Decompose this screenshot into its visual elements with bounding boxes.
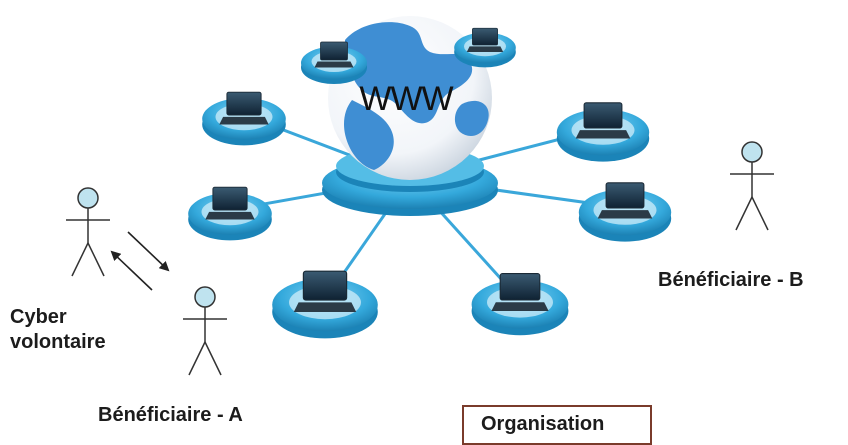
organisation-label: Organisation <box>481 413 605 435</box>
beneficiaire-b-label: Bénéficiaire - B <box>658 269 804 291</box>
laptop-node <box>454 27 516 68</box>
laptop-node <box>188 186 272 241</box>
laptop-screen <box>605 182 645 209</box>
laptop-node <box>578 182 672 242</box>
actor-right-leg <box>204 341 222 376</box>
arrow-to-beneficiaire-a <box>127 231 170 272</box>
laptop-node <box>272 270 378 339</box>
actors <box>66 141 774 376</box>
actor-cyber-volontaire <box>66 187 110 277</box>
cyber-volontaire-label: Cyber volontaire <box>10 305 106 355</box>
beneficiaire-a-label: Bénéficiaire - A <box>98 404 243 426</box>
laptop-node <box>471 273 569 336</box>
cyber-label-line1: Cyber <box>10 306 67 328</box>
laptop-keyboard <box>293 302 357 312</box>
laptop-keyboard <box>466 46 504 52</box>
actor-right-leg <box>87 242 105 277</box>
actor-left-leg <box>735 196 753 231</box>
laptop-screen <box>499 273 541 301</box>
laptop-keyboard <box>491 302 549 311</box>
laptop-node <box>301 41 367 84</box>
actor-head <box>741 141 763 163</box>
actor-right-leg <box>751 196 769 231</box>
globe-label: WWW <box>359 80 453 118</box>
globe: WWW <box>328 16 492 180</box>
cyber-label-line2: volontaire <box>10 331 106 353</box>
laptop-screen <box>320 41 348 61</box>
actor-left-leg <box>71 242 89 277</box>
laptop-screen <box>583 102 623 129</box>
laptop-keyboard <box>597 210 653 219</box>
actor-beneficiaire-b <box>730 141 774 231</box>
computer-nodes <box>188 27 672 339</box>
organisation-box <box>462 405 652 445</box>
laptop-screen <box>302 270 348 301</box>
laptop-keyboard <box>575 130 631 139</box>
laptop-screen <box>212 186 248 211</box>
laptop-keyboard <box>205 211 255 220</box>
laptop-keyboard <box>219 116 269 125</box>
laptop-screen <box>472 27 498 46</box>
actor-head <box>194 286 216 308</box>
arrow-to-cyber <box>110 250 153 291</box>
laptop-node <box>202 91 286 146</box>
actor-beneficiaire-a <box>183 286 227 376</box>
laptop-keyboard <box>314 61 354 68</box>
laptop-screen <box>226 91 262 116</box>
actor-left-leg <box>188 341 206 376</box>
laptop-node <box>556 102 650 162</box>
actor-head <box>77 187 99 209</box>
